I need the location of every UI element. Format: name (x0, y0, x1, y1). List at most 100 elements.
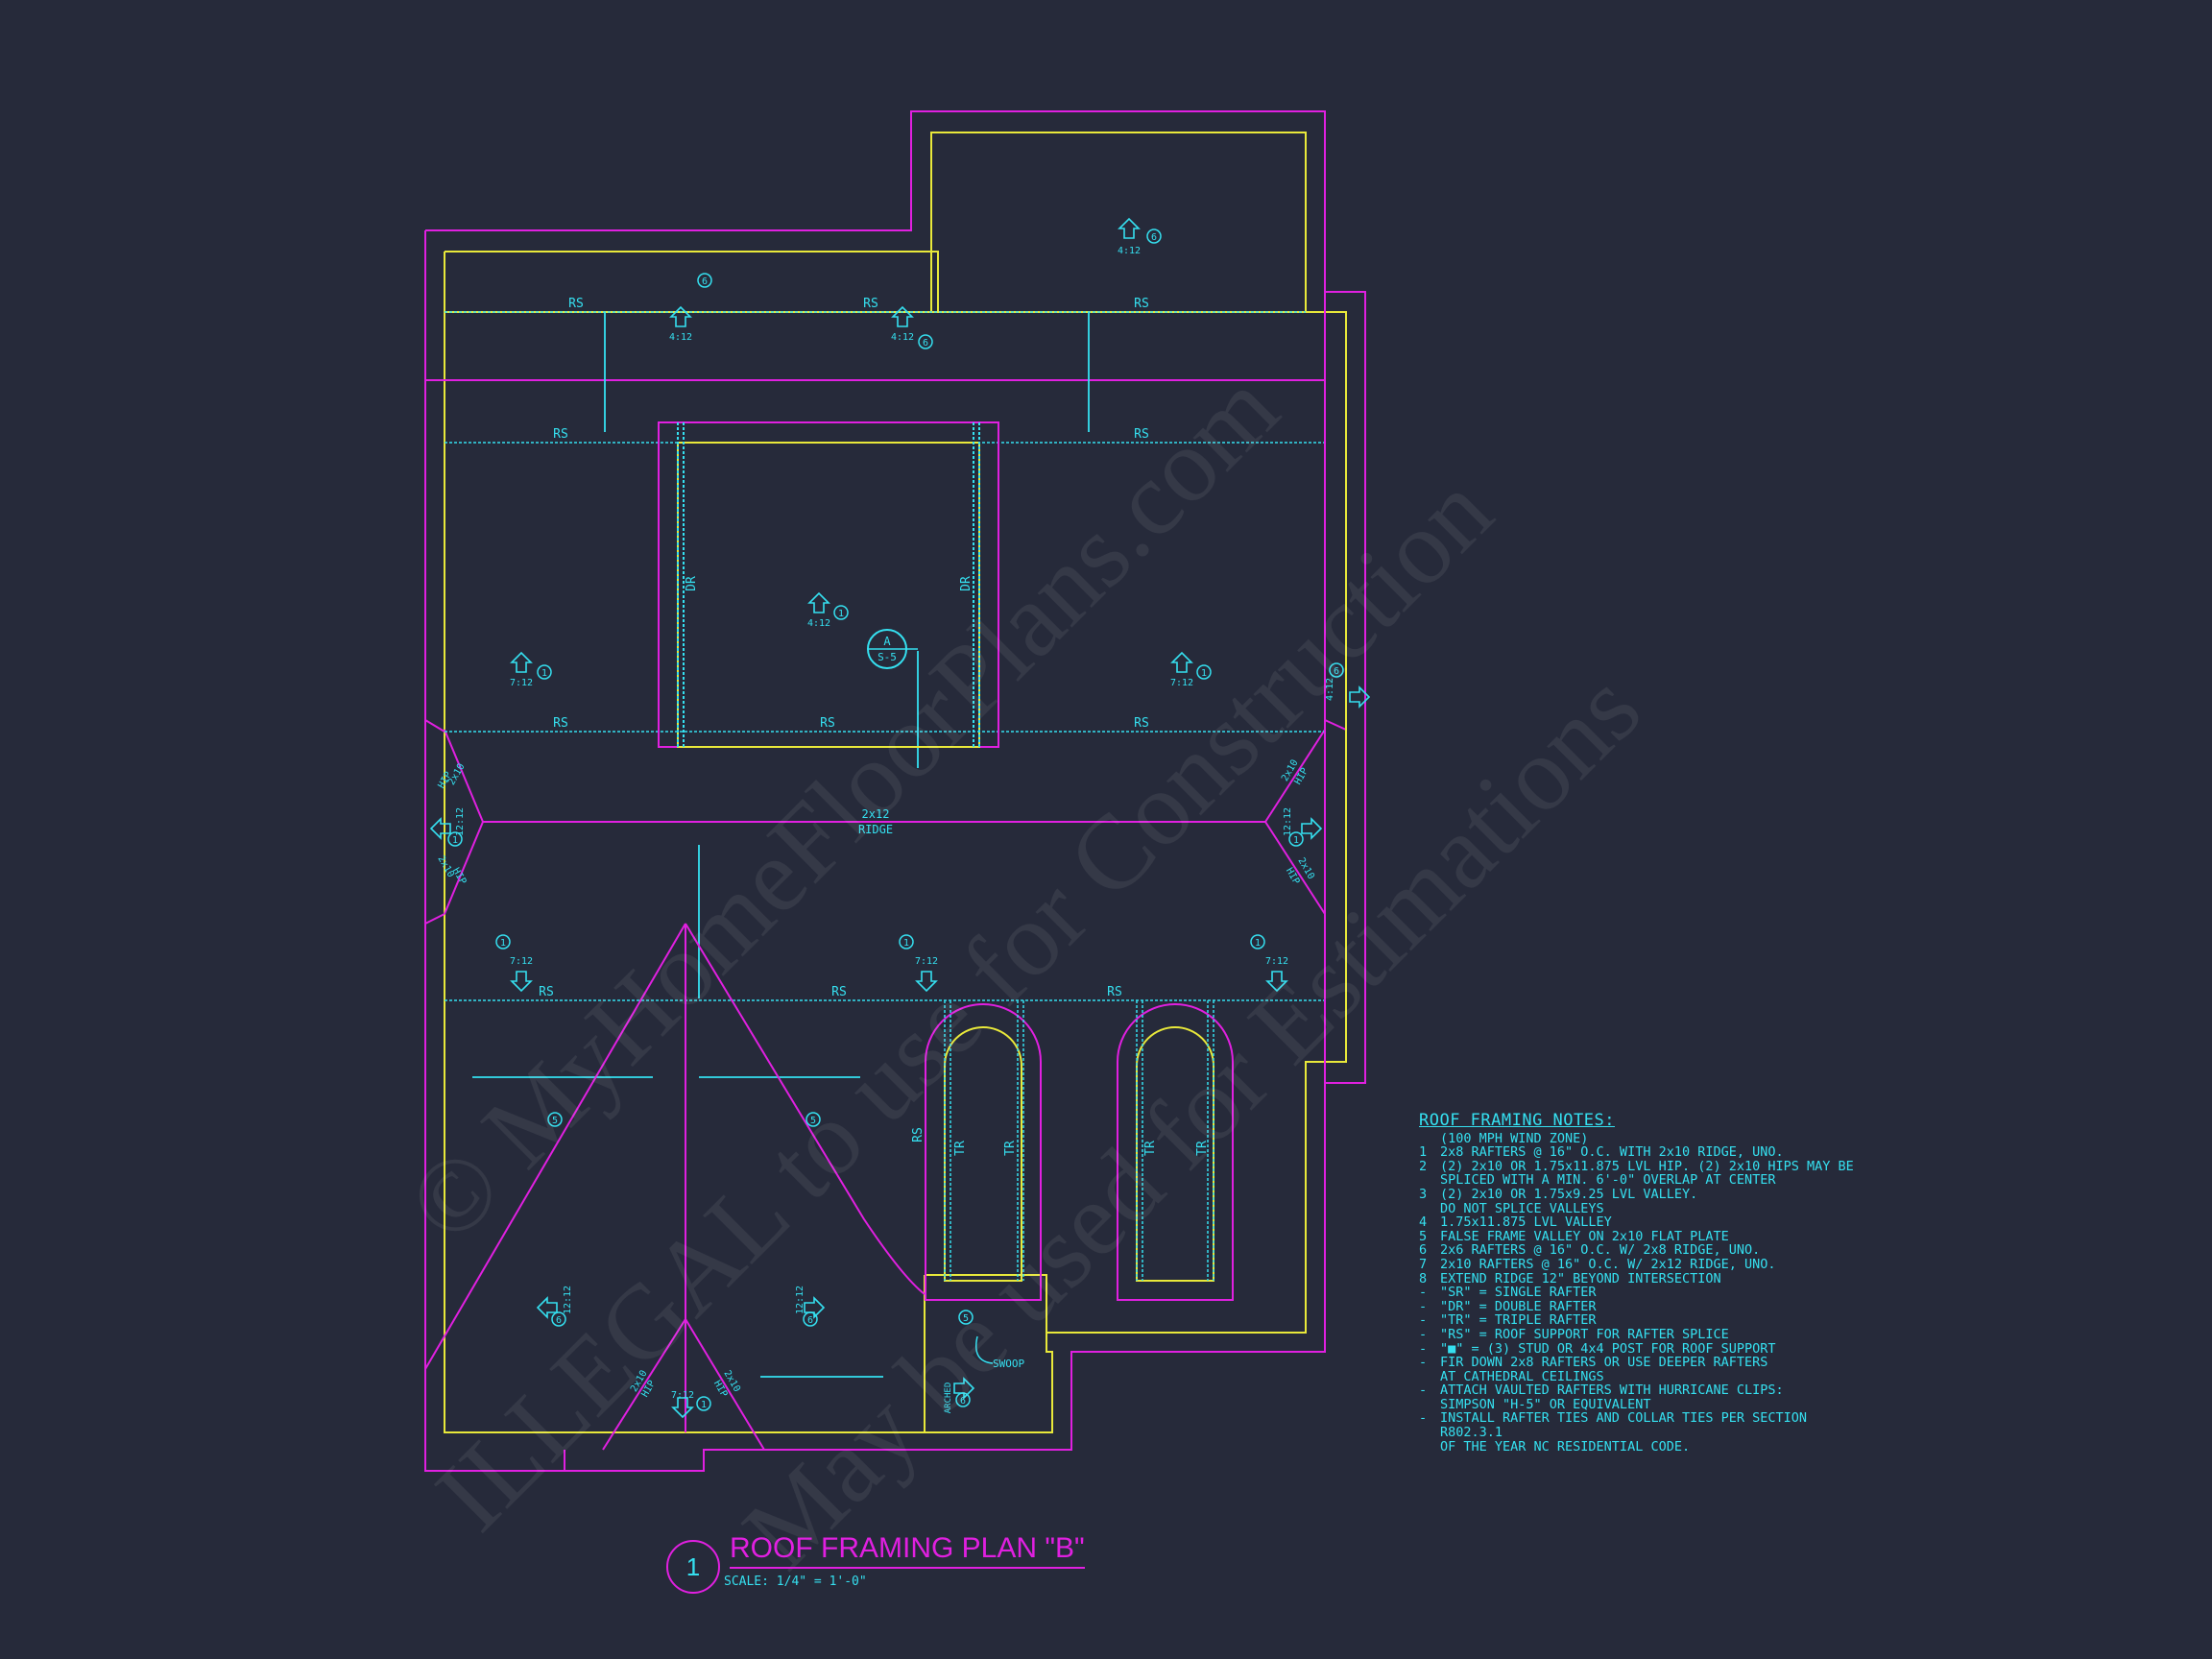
note-number: 1 (903, 938, 909, 949)
rs-labels: RS RS RS RS RS RS RS RS RS RS RS (539, 297, 1149, 999)
tr-label: TR (1143, 1141, 1158, 1156)
note-number: 1 (541, 668, 547, 679)
note-number: 6 (1334, 666, 1339, 677)
note-text: (100 MPH WIND ZONE) (1440, 1130, 1589, 1146)
note-number: 1 (452, 835, 458, 846)
pitch-label: 12:12 (455, 807, 466, 836)
front-gable-lines (424, 923, 926, 1451)
pitch-label: 4:12 (891, 332, 914, 343)
note-item: -"TR" = TRIPLE RAFTER (1419, 1313, 1861, 1328)
pitch-label: 12:12 (563, 1286, 573, 1314)
note-callout-numbers: 6 6 6 1 1 1 1 1 1 5 5 6 6 5 6 1 6 1 1 (452, 232, 1339, 1410)
note-marker: 1 (1419, 1144, 1428, 1161)
note-item: 2(2) 2x10 OR 1.75x11.875 LVL HIP. (2) 2x… (1419, 1159, 1861, 1188)
note-marker: - (1419, 1326, 1428, 1342)
note-callouts (447, 228, 1344, 1411)
ridge-text: RIDGE (858, 823, 893, 836)
pitch-label: 4:12 (1325, 678, 1335, 701)
pitch-label: 12:12 (795, 1286, 805, 1314)
pitch-labels: 4:12 4:12 4:12 4:12 7:12 7:12 7:12 7:12 … (455, 246, 1335, 1401)
rs-label: RS (1134, 716, 1149, 731)
note-text: 2x8 RAFTERS @ 16" O.C. WITH 2x10 RIDGE, … (1440, 1144, 1784, 1161)
note-number: 5 (552, 1116, 558, 1126)
note-item: 4 1.75x11.875 LVL VALLEY (1419, 1215, 1861, 1230)
note-text: "■" = (3) STUD OR 4x4 POST FOR ROOF SUPP… (1440, 1340, 1776, 1357)
section-tag-letter: A (883, 635, 891, 648)
note-marker: - (1419, 1355, 1428, 1371)
note-text: INSTALL RAFTER TIES AND COLLAR TIES PER … (1440, 1410, 1808, 1455)
note-item: -"SR" = SINGLE RAFTER (1419, 1286, 1861, 1300)
rs-label: RS (553, 716, 568, 731)
arched-dormers (925, 1000, 1234, 1301)
vertical-rafter-labels: DR DR RS TR TR TR TR (685, 576, 1210, 1156)
note-marker: - (1419, 1382, 1428, 1399)
swoop-line (975, 1335, 994, 1364)
note-text: "DR" = DOUBLE RAFTER (1440, 1298, 1597, 1314)
pitch-label: 7:12 (1265, 956, 1288, 967)
drawing-number: 1 (666, 1540, 720, 1594)
note-text: EXTEND RIDGE 12" BEYOND INTERSECTION (1440, 1270, 1721, 1286)
pitch-label: 7:12 (510, 678, 533, 688)
note-text: "TR" = TRIPLE RAFTER (1440, 1312, 1597, 1329)
roof-framing-notes: ROOF FRAMING NOTES: (100 MPH WIND ZONE)1… (1419, 1111, 1861, 1455)
note-marker: 4 (1419, 1214, 1428, 1231)
note-text: (2) 2x10 OR 1.75x9.25 LVL VALLEY. DO NOT… (1440, 1186, 1698, 1216)
rs-label: RS (1107, 985, 1122, 999)
note-text: ATTACH VAULTED RAFTERS WITH HURRICANE CL… (1440, 1382, 1784, 1412)
rafter-support-lines (445, 311, 1346, 1001)
notes-list: (100 MPH WIND ZONE) 1 2x8 RAFTERS @ 16" O.… (1419, 1130, 1861, 1455)
note-text: FALSE FRAME VALLEY ON 2x10 FLAT PLATE (1440, 1228, 1729, 1244)
note-marker: 6 (1419, 1242, 1428, 1259)
note-text: 1.75x11.875 LVL VALLEY (1440, 1214, 1612, 1231)
pitch-label: 7:12 (915, 956, 938, 967)
note-number: 5 (810, 1116, 816, 1126)
note-marker (1419, 1132, 1440, 1146)
note-item: 1 2x8 RAFTERS @ 16" O.C. WITH 2x10 RIDGE,… (1419, 1145, 1861, 1160)
notes-title: ROOF FRAMING NOTES: (1419, 1111, 1615, 1130)
note-item: 6 2x6 RAFTERS @ 16" O.C. W/ 2x8 RIDGE, UN… (1419, 1243, 1861, 1258)
note-number: 6 (702, 276, 708, 287)
pitch-markers (429, 217, 1371, 1419)
section-tag: A S-5 (867, 629, 918, 669)
note-marker: - (1419, 1410, 1428, 1427)
drawing-scale: SCALE: 1/4" = 1'-0" (724, 1575, 867, 1589)
arched-label: ARCHED (944, 1382, 953, 1414)
note-number: 6 (1151, 232, 1157, 243)
pitch-label: 4:12 (1118, 246, 1141, 256)
note-number: 6 (923, 338, 928, 349)
rs-label: RS (831, 985, 847, 999)
note-item: -ATTACH VAULTED RAFTERS WITH HURRICANE C… (1419, 1383, 1861, 1411)
note-item: (100 MPH WIND ZONE) (1419, 1130, 1861, 1146)
note-item: -"■" = (3) STUD OR 4x4 POST FOR ROOF SUP… (1419, 1340, 1861, 1357)
tr-label: TR (953, 1141, 968, 1156)
note-number: 6 (556, 1315, 562, 1326)
roof-eave-outline (424, 110, 1366, 1472)
note-marker: 5 (1419, 1228, 1428, 1244)
ridge-size: 2x12 (862, 807, 890, 821)
note-item: 3(2) 2x10 OR 1.75x9.25 LVL VALLEY. DO NO… (1419, 1188, 1861, 1215)
swoop-labels: SWOOP ARCHED (944, 1358, 1024, 1413)
rs-label: RS (911, 1127, 926, 1142)
note-text: "SR" = SINGLE RAFTER (1440, 1285, 1597, 1301)
hip-text: HIP (1284, 866, 1302, 886)
note-marker: - (1419, 1312, 1428, 1329)
note-item: -FIR DOWN 2x8 RAFTERS OR USE DEEPER RAFT… (1419, 1356, 1861, 1383)
rs-label: RS (1134, 297, 1149, 311)
note-item: -"DR" = DOUBLE RAFTER (1419, 1300, 1861, 1314)
rs-label: RS (1134, 427, 1149, 442)
center-vault (658, 421, 999, 748)
dr-label: DR (685, 576, 699, 591)
rs-label: RS (820, 716, 835, 731)
note-text: 2x10 RAFTERS @ 16" O.C. W/ 2x12 RIDGE, U… (1440, 1256, 1776, 1272)
note-marker: 8 (1419, 1270, 1428, 1286)
note-item: -INSTALL RAFTER TIES AND COLLAR TIES PER… (1419, 1411, 1861, 1454)
rs-label: RS (539, 985, 554, 999)
note-text: 2x6 RAFTERS @ 16" O.C. W/ 2x8 RIDGE, UNO… (1440, 1242, 1761, 1259)
note-number: 1 (500, 938, 506, 949)
rs-label: RS (553, 427, 568, 442)
rs-label: RS (568, 297, 584, 311)
note-number: 5 (963, 1313, 969, 1324)
pitch-label: 7:12 (510, 956, 533, 967)
dr-label: DR (959, 576, 974, 591)
